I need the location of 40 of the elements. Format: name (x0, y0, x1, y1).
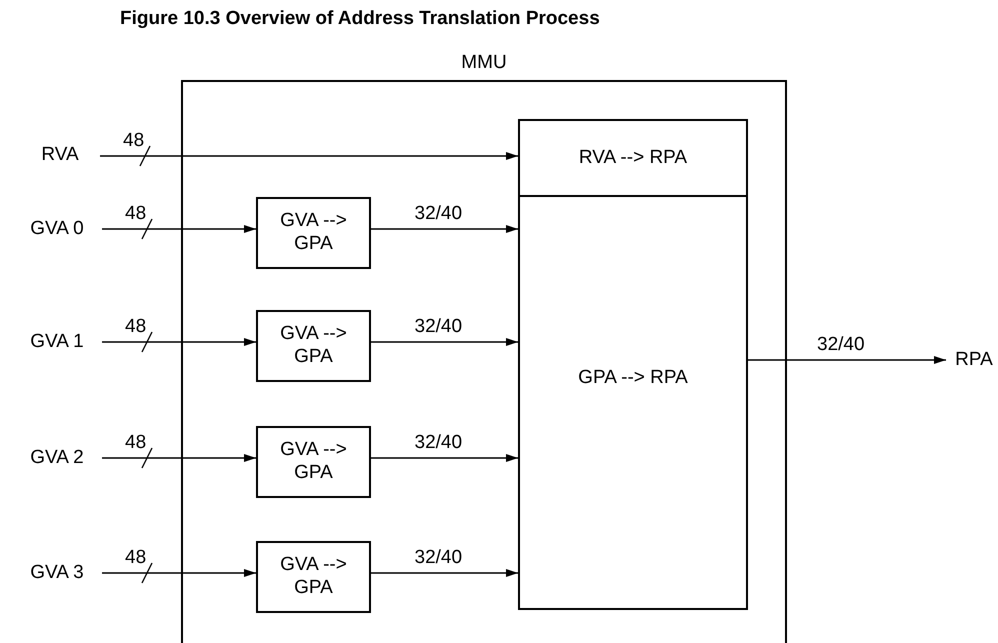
signal-arrow (371, 569, 518, 577)
signal-arrow (100, 152, 518, 160)
bus-width-label: 48 (123, 130, 144, 152)
figure-title: Figure 10.3 Overview of Address Translation Process (120, 8, 600, 30)
bus-width-label: 32/40 (414, 547, 462, 569)
bus-width-label: 32/40 (414, 316, 462, 338)
bus-width-label: 48 (125, 316, 146, 338)
block-label: GVA --> GPA (279, 323, 348, 369)
bus-width-label: 48 (125, 203, 146, 225)
translation-block (256, 310, 371, 382)
bus-width-label: 32/40 (817, 334, 865, 356)
block-label: RVA --> RPA (578, 146, 688, 170)
bus-width-label: 48 (125, 547, 146, 569)
translation-block (518, 119, 748, 197)
unit-heading: MMU (460, 52, 508, 75)
signal-arrow (371, 454, 518, 462)
signal-name: GVA 1 (22, 327, 92, 357)
bus-width-label: 48 (125, 432, 146, 454)
bus-width-label: 32/40 (414, 203, 462, 225)
block-label: GVA --> GPA (279, 439, 348, 485)
signal-name: GVA 3 (22, 558, 92, 588)
signal-arrow (102, 225, 256, 233)
block-label: GVA --> GPA (279, 554, 348, 600)
translation-block (256, 541, 371, 613)
block-label: GPA --> RPA (578, 367, 688, 390)
signal-arrow (748, 356, 946, 364)
signal-name: GVA 2 (22, 443, 92, 473)
translation-block (256, 197, 371, 269)
signal-name: RPA (952, 345, 996, 375)
signal-arrow (371, 338, 518, 346)
translation-block (256, 426, 371, 498)
signal-name: GVA 0 (22, 214, 92, 244)
signal-arrow (102, 454, 256, 462)
signal-arrow (102, 338, 256, 346)
translation-block (518, 195, 748, 610)
signal-arrow (371, 225, 518, 233)
signal-name: RVA (30, 140, 90, 170)
signal-arrow (102, 569, 256, 577)
bus-width-label: 32/40 (414, 432, 462, 454)
block-label: GVA --> GPA (279, 210, 348, 256)
